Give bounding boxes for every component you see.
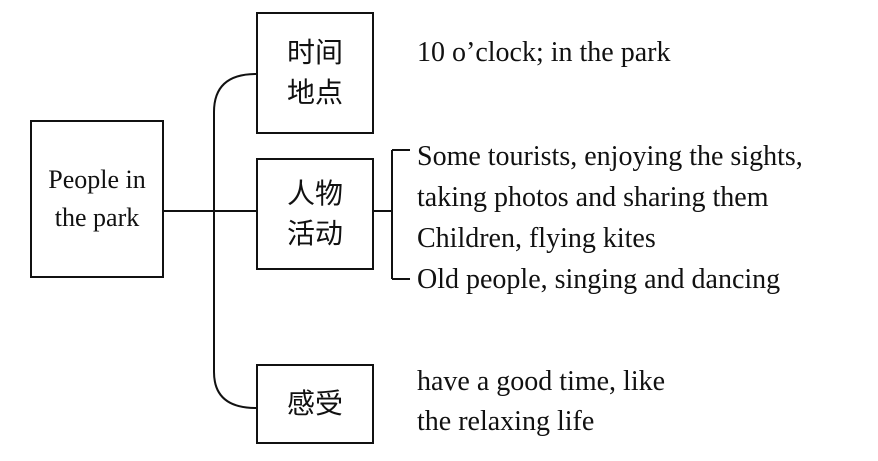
- category-feelings-label: 感受: [286, 387, 343, 420]
- detail-line: Some tourists, enjoying the sights,: [417, 141, 803, 172]
- spine-bottom-curve: [213, 371, 257, 409]
- category-time-place-label: 时间地点: [286, 36, 343, 109]
- category-people-activities-label: 人物活动: [286, 177, 343, 250]
- detail-feelings: have a good time, like the relaxing life: [417, 362, 665, 442]
- detail-time-place: 10 o’clock; in the park: [417, 33, 670, 73]
- detail-line: the relaxing life: [417, 406, 595, 437]
- root-node: People in the park: [30, 120, 164, 278]
- root-label: People in the park: [48, 165, 146, 232]
- detail-line: Old people, singing and dancing: [417, 264, 781, 295]
- detail-people-activities: Some tourists, enjoying the sights, taki…: [417, 136, 803, 300]
- spine-top-curve: [213, 73, 257, 113]
- detail-line: taking photos and sharing them: [417, 182, 769, 213]
- category-people-activities: 人物活动: [256, 158, 374, 270]
- detail-line: 10 o’clock; in the park: [417, 37, 671, 68]
- detail-line: Children, flying kites: [417, 223, 656, 254]
- category-time-place: 时间地点: [256, 12, 374, 134]
- detail-line: have a good time, like: [417, 366, 666, 397]
- category-feelings: 感受: [256, 364, 374, 444]
